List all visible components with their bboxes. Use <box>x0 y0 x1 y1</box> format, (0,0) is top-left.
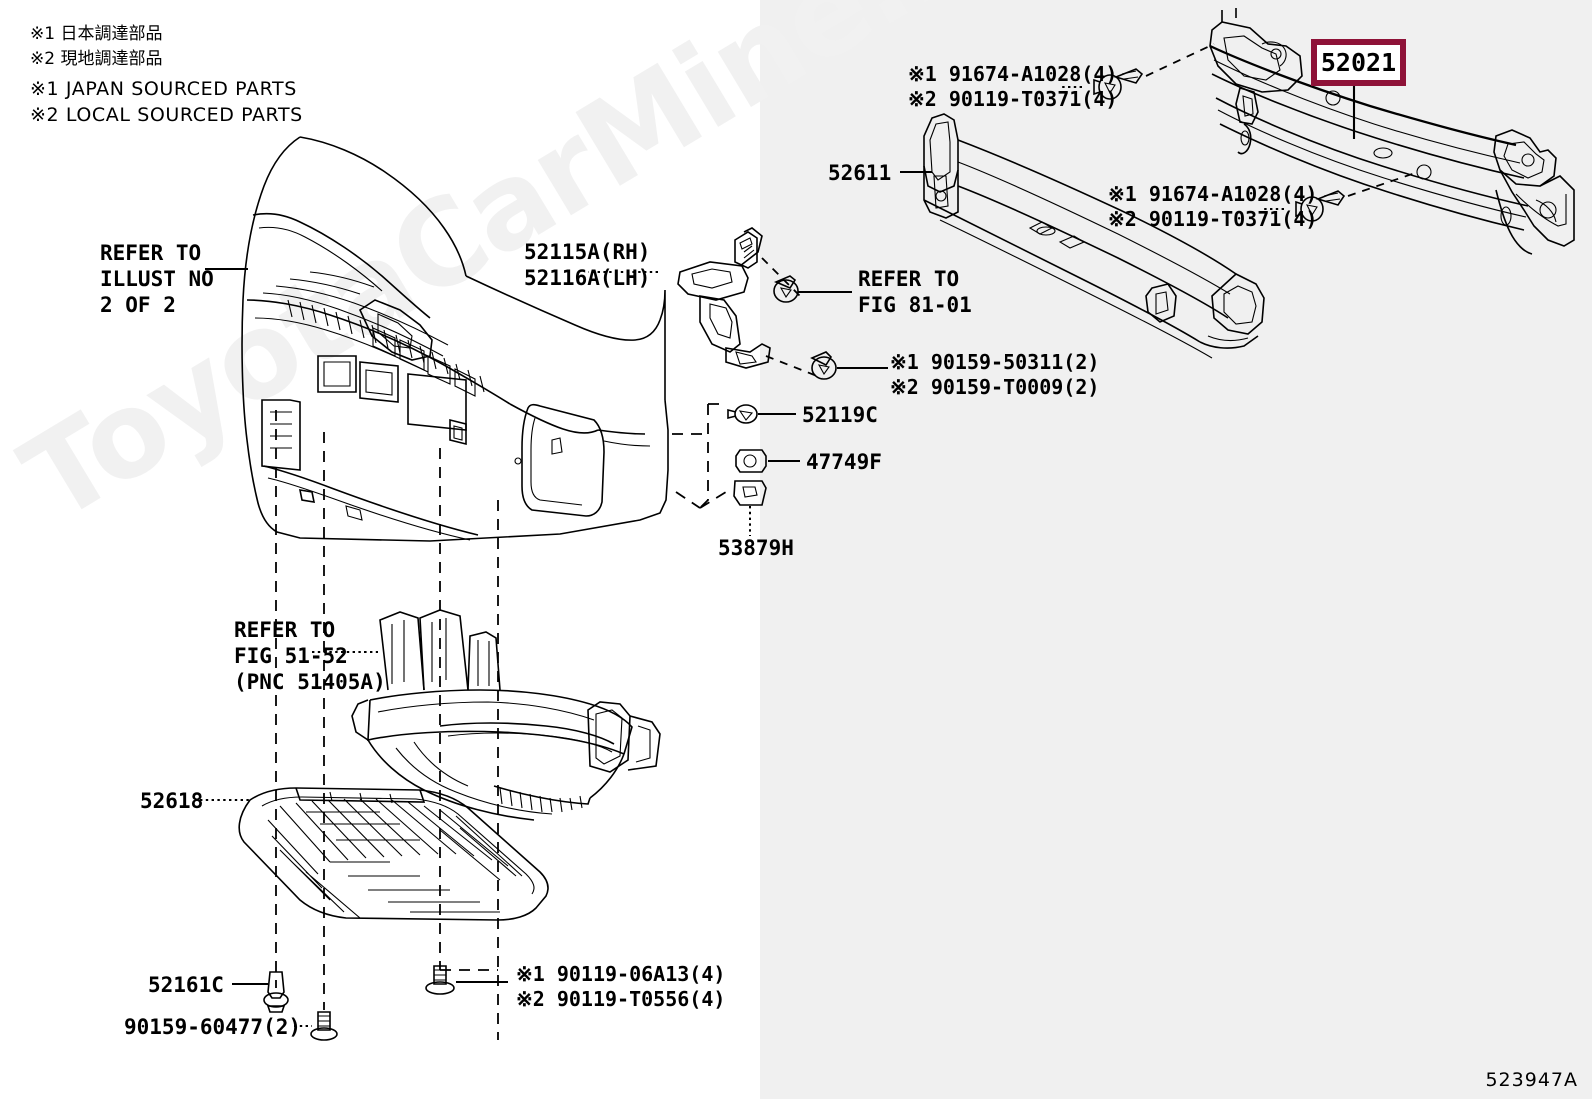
clip-52161c-illustration <box>264 972 288 1012</box>
engine-cover-52618-illustration <box>239 788 548 920</box>
dash-clip-group-vertical <box>700 404 708 508</box>
bolt-91674-upper-illustration <box>1094 69 1142 99</box>
callout-47749f: 47749F <box>806 450 882 474</box>
bracket-52115a-illustration <box>678 228 770 368</box>
background-panel-right <box>760 0 1592 1099</box>
dash-bolt-lower-to-beam <box>1348 172 1418 196</box>
background-panel-left <box>0 0 760 1099</box>
under-cover-frame-illustration <box>352 610 660 820</box>
callout-90159-60477: 90159-60477(2) <box>124 1015 302 1039</box>
callout-52161c: 52161C <box>148 973 224 997</box>
dash-bracket-screw-lower <box>766 356 822 378</box>
clip-52119c-illustration <box>728 405 757 423</box>
callout-52618: 52618 <box>140 789 204 813</box>
callout-52611: 52611 <box>828 161 892 185</box>
callout-refer-fig-81-01: REFER TO FIG 81-01 <box>858 267 972 317</box>
callout-screw-90159: ※1 90159-50311(2) ※2 90159-T0009(2) <box>890 350 1100 399</box>
callout-refer-fig-51-52: REFER TO FIG 51-52 (PNC 51405A) <box>234 618 386 694</box>
legend-english-line1: ※1 JAPAN SOURCED PARTS <box>30 78 297 100</box>
callout-bolt-91674-upper: ※1 91674-A1028(4) ※2 90119-T0371(4) <box>908 62 1118 111</box>
screw-90119-06a13-illustration <box>426 966 454 994</box>
absorber-52611-illustration <box>924 114 1264 358</box>
callout-bolt-91674-lower: ※1 91674-A1028(4) ※2 90119-T0371(4) <box>1108 182 1318 231</box>
dash-clip-group-arms <box>700 404 726 508</box>
nut-47749f-illustration <box>736 450 766 472</box>
beam-52021-illustration <box>1210 8 1574 254</box>
clip-53879h-illustration <box>734 481 766 505</box>
legend-japanese-line1: ※1 日本調達部品 <box>30 24 163 44</box>
screw-90159-60477-illustration <box>311 1012 337 1040</box>
bumper-cover-illustration <box>242 137 668 541</box>
screw-90159-illustration <box>812 352 836 379</box>
callout-refer-illust: REFER TO ILLUST NO 2 OF 2 <box>100 241 214 317</box>
callout-bracket-rh-lh: 52115A(RH) 52116A(LH) <box>524 240 651 290</box>
dash-clip-group-lower <box>676 492 700 508</box>
dash-bracket-screw-upper <box>762 258 800 296</box>
dash-bolt-upper-to-beam <box>1146 44 1214 76</box>
legend-japanese-line2: ※2 現地調達部品 <box>30 49 163 69</box>
bolt-91674-lower-illustration <box>1296 191 1344 221</box>
highlighted-part-number-text: 52021 <box>1320 48 1397 77</box>
legend-english-line2: ※2 LOCAL SOURCED PARTS <box>30 104 303 126</box>
callout-52119c: 52119C <box>802 403 878 427</box>
callout-53879h: 53879H <box>718 536 794 560</box>
highlighted-part-number-box[interactable]: 52021 <box>1311 39 1406 86</box>
figure-code: 523947A <box>1485 1069 1578 1091</box>
callout-90119-lower: ※1 90119-06A13(4) ※2 90119-T0556(4) <box>516 962 726 1011</box>
screw-fig-81-01-illustration <box>774 276 798 302</box>
